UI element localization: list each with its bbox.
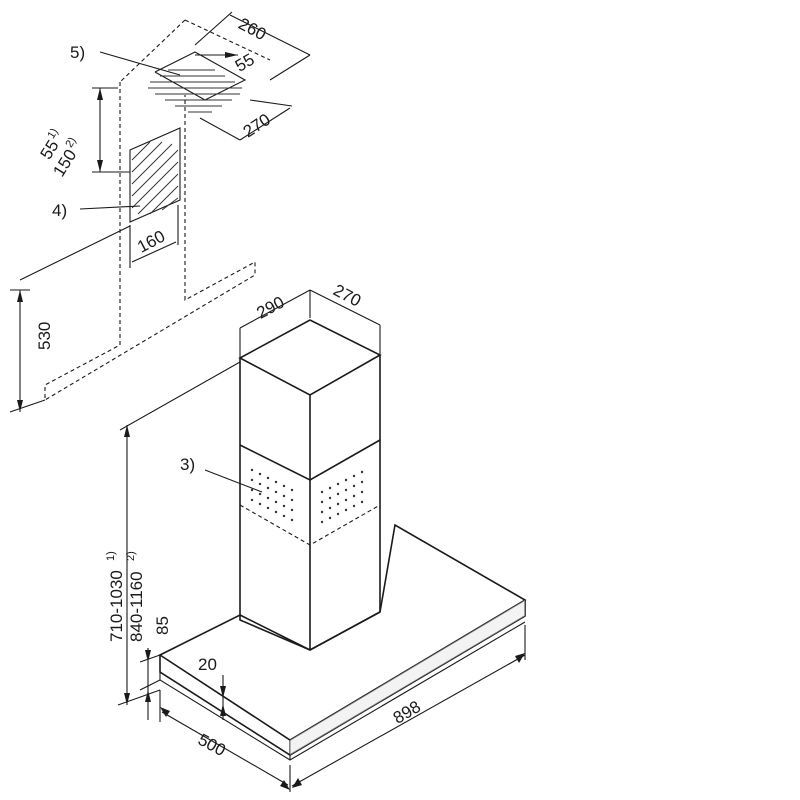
dimension-500-lines [159, 690, 291, 792]
dimension-20-lines [220, 675, 226, 720]
callout-5-label: 5) [70, 43, 85, 62]
dimension-710-1030-label: 710-1030 [107, 570, 126, 642]
dimension-55-150-label-group: 55 1) 150 2) [37, 126, 81, 180]
wall-socket-hatch [129, 127, 181, 223]
dimension-270-chimney-label: 270 [330, 281, 364, 311]
chimney-vent-perforation-left [250, 468, 294, 522]
callout-leader-5 [99, 51, 181, 76]
wall-dashed-outline [44, 82, 256, 401]
dimension-height-range-lines [117, 361, 241, 706]
chimney-upper-section [238, 319, 382, 481]
dimension-55-150-lines [92, 87, 130, 173]
dimension-160-label: 160 [134, 227, 168, 257]
dimension-840-1160-label: 840-1160 [127, 571, 146, 642]
footnote-mark-2-height: 2) [125, 551, 137, 561]
callout-leader-3 [204, 469, 263, 493]
chimney-vent-perforation-right [320, 470, 364, 524]
callout-leader-4 [79, 205, 141, 210]
dimension-260-lines [194, 11, 311, 81]
ceiling-plate-outline [119, 19, 271, 101]
dimension-85-lines [139, 648, 161, 720]
footnote-mark-1-height: 1) [105, 551, 117, 561]
dimension-898-label: 898 [390, 697, 424, 728]
dimension-530-lines [9, 289, 46, 413]
dimension-20-label: 20 [198, 655, 217, 674]
dimension-260-label: 260 [235, 14, 269, 44]
dimension-160-lines [129, 205, 179, 268]
dimension-height-range-label-group: 710-1030 1) 840-1160 2) [105, 551, 146, 642]
dimension-898-lines [291, 625, 526, 788]
canopy-body [158, 523, 527, 761]
callout-4-label: 4) [52, 201, 67, 220]
dimension-270-top-lines [199, 99, 293, 141]
ceiling-plate-hatch [148, 69, 242, 113]
wall-height-extension-line [19, 225, 131, 281]
dimension-55-top-lines [195, 52, 238, 58]
dimension-85-label: 85 [153, 616, 172, 635]
callout-3-label: 3) [180, 455, 195, 474]
dimension-290-270-chimney-lines [239, 289, 381, 358]
dimension-530-label: 530 [35, 322, 54, 350]
dimension-55-top-label: 55 [232, 50, 258, 76]
